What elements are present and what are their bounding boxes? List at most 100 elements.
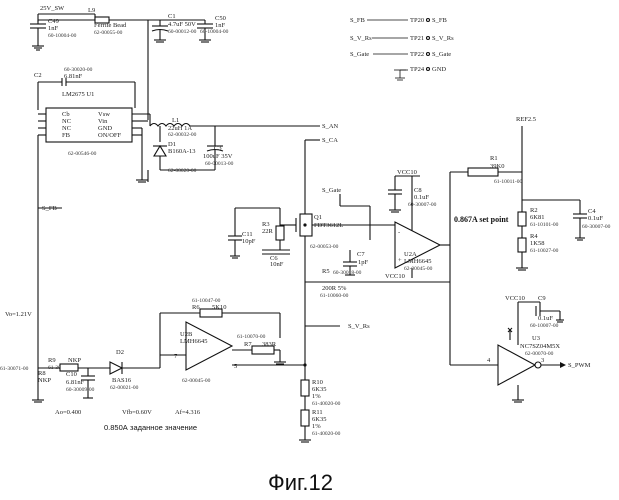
r6-body — [200, 309, 222, 317]
r10-part: 61-40020-00 — [312, 401, 341, 407]
divider: R10 6K35 1% 61-40020-00 R11 6K35 1% 61-4… — [299, 379, 341, 442]
u2b-triangle — [186, 322, 232, 370]
d2-val: BAS16 — [112, 377, 132, 384]
u1-pin-cb: Cb — [62, 111, 70, 118]
regulator-u1: C2 60-30020-00 6.81nF LM2675 U1 Cb NC NC… — [34, 67, 150, 368]
af-label: Af=4.316 — [175, 409, 201, 416]
figure-caption: Фиг.12 — [268, 470, 333, 495]
c10-part: 60-30009-00 — [66, 387, 95, 393]
q1-part: 62-00053-00 — [310, 244, 339, 250]
d1-ref: D1 — [168, 141, 176, 148]
r2-val: 6K81 — [530, 214, 544, 221]
r2-ref: R2 — [530, 207, 538, 214]
l9-ref: L9 — [88, 7, 95, 14]
l1-ref: L1 — [172, 117, 179, 124]
r5-part: 61-10060-00 — [320, 293, 349, 299]
c50-part: 60-10004-00 — [200, 29, 229, 35]
u1-part: 62-00546-00 — [68, 151, 97, 157]
net-s-pwm: S_PWM — [568, 362, 591, 369]
u1-pin-vin: Vin — [98, 118, 108, 125]
net-25v-sw: 25V_SW — [40, 5, 65, 12]
c6-val: 10nF — [270, 261, 284, 268]
c4-part: 60-30007-00 — [582, 224, 611, 230]
c49-ref: C49 — [48, 18, 59, 25]
net-s-v-rs: S_V_Rs — [348, 323, 370, 330]
vcc-1: VCC10 — [397, 169, 417, 176]
c4-val: 0.1uF — [588, 215, 603, 222]
u2a-pin-plus: + — [398, 257, 402, 264]
vcc-3: VCC10 — [505, 295, 525, 302]
ao-label: Ao=0.400 — [55, 409, 81, 416]
c8-ref: C8 — [414, 187, 422, 194]
r4-val: 1K58 — [530, 240, 544, 247]
r9-body — [60, 364, 78, 371]
u2b-part: 62-00045-00 — [182, 378, 211, 384]
tp21-ref: TP21 — [410, 35, 424, 42]
tp24-net-right: GND — [432, 66, 446, 73]
c9-part: 60-10007-00 — [530, 323, 559, 329]
r7-body — [252, 346, 274, 354]
c50-val: 1nF — [215, 22, 226, 29]
c3-part: 60-00013-00 — [205, 161, 234, 167]
r11-val: 6K35 — [312, 416, 326, 423]
r8-part: 61-30071-00 — [0, 366, 29, 372]
r8-val: NKP — [38, 377, 51, 384]
r5-val: 200R 5% — [322, 285, 347, 292]
tp20-net-left: S_FB — [350, 17, 365, 24]
c11-val: 10pF — [242, 238, 256, 245]
r10-tol: 1% — [312, 393, 321, 400]
r1-val: 39K0 — [490, 163, 504, 170]
c7-val: 1pF — [358, 259, 369, 266]
c1-ref: C1 — [168, 13, 176, 20]
c2-ref: C2 — [34, 72, 42, 79]
u1-pin-gnd: GND — [98, 125, 112, 132]
c7-part: 60-30018-00 — [333, 270, 362, 276]
r7-part: 61-10070-00 — [237, 334, 266, 340]
u2a-ref: U2A — [404, 251, 417, 258]
u2b-val: LMH6645 — [180, 338, 207, 345]
tp22-ref: TP22 — [410, 51, 424, 58]
r4-part: 61-10027-00 — [530, 248, 559, 254]
r1-ref: R1 — [490, 155, 498, 162]
u2a-val: LMH6645 — [404, 258, 431, 265]
r6-ref: R6 — [192, 304, 200, 311]
output-stage: L1 22uH 1A 62-00032-00 D1 B160A-13 62-00… — [148, 114, 339, 196]
u1-pin-nc2: NC — [62, 125, 71, 132]
vout-label: Vo=1.21V — [5, 311, 32, 318]
r1-part: 61-10011-00 — [494, 179, 522, 185]
vcc-2: VCC10 — [385, 273, 405, 280]
u1-pin-fb: FB — [62, 132, 71, 139]
q1-ref: Q1 — [314, 214, 322, 221]
r9-val: NKP — [68, 357, 81, 364]
u3-val: NC7SZ04M5X — [520, 343, 560, 350]
r3-val: 22R — [262, 228, 274, 235]
r11-part: 61-40020-00 — [312, 431, 341, 437]
tp24-ref: TP24 — [410, 66, 425, 73]
c1-val: 4.7uF 50V — [168, 21, 196, 28]
u1-pin-nc1: NC — [62, 118, 71, 125]
c2-val: 6.81nF — [64, 73, 83, 80]
r7-ref: R7 — [244, 341, 252, 348]
l9-name: Ferrite Bead — [94, 22, 127, 29]
u1-ic: LM2675 U1 — [62, 91, 94, 98]
c1-part: 60-00012-00 — [168, 29, 197, 35]
d2-body — [110, 362, 122, 374]
supply-filter: 25V_SW L9 Ferrite Bead 62-00055-00 C49 1… — [30, 5, 229, 120]
u2b-pin5: 5 — [234, 363, 237, 370]
u2a-part: 62-00045-00 — [404, 266, 433, 272]
tp21-net-left: S_V_Rs — [350, 35, 372, 42]
vfb-label: Vfb=0.60V — [122, 409, 152, 416]
r3-body — [276, 226, 284, 240]
tp20-ref: TP20 — [410, 17, 424, 24]
u3-pin3: 3 — [541, 357, 544, 364]
c49-part: 60-10004-00 — [48, 33, 77, 39]
note-bottom-text: заданное значение — [130, 423, 197, 432]
net-s-ca: S_CA — [322, 137, 338, 144]
c3-val: 100uF 35V — [203, 153, 233, 160]
c3-ref: C3 — [214, 145, 222, 152]
setpoint-section: REF2.5 R1 39K0 61-10011-00 0.867A set po… — [450, 116, 611, 270]
u2b-pin7: 7 — [174, 353, 178, 360]
u3-part: 62-00070-00 — [525, 351, 554, 357]
